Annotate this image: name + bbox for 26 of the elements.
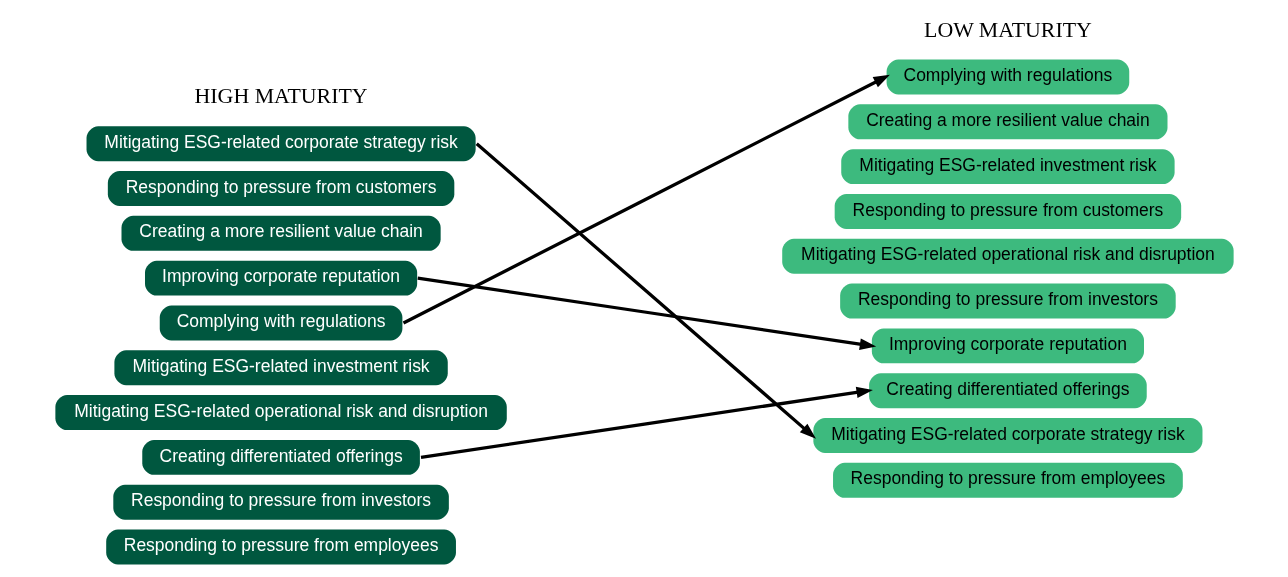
node-box: Improving corporate reputation: [871, 328, 1144, 364]
node-box: Mitigating ESG-related investment risk: [840, 149, 1175, 185]
node-box: Mitigating ESG-related corporate strategy risk: [86, 126, 476, 162]
node-box: Improving corporate reputation: [144, 260, 417, 296]
node-box: Creating a more resilient value chain: [121, 215, 441, 251]
node-box: Responding to pressure from customers: [834, 193, 1181, 229]
node-box: Complying with regulations: [159, 305, 402, 341]
node-box: Mitigating ESG-related operational risk and disruption: [54, 395, 507, 431]
arrow: [402, 74, 890, 325]
node-box: Mitigating ESG-related investment risk: [113, 350, 448, 386]
arrow: [416, 276, 876, 350]
node-box: Responding to pressure from employees: [832, 462, 1183, 498]
node-box: Complying with regulations: [886, 59, 1129, 95]
node-box: Mitigating ESG-related operational risk and disruption: [781, 238, 1234, 274]
node-box: Responding to pressure from investors: [112, 484, 449, 520]
label: HIGH MATURITY: [194, 84, 368, 109]
label: LOW MATURITY: [923, 17, 1092, 42]
node-box: Creating a more resilient value chain: [847, 104, 1167, 140]
node-box: Responding to pressure from customers: [107, 171, 454, 206]
node-box: Responding to pressure from employees: [105, 529, 456, 565]
arrow: [475, 142, 816, 439]
node-box: Responding to pressure from investors: [839, 283, 1176, 319]
node-box: Creating differentiated offerings: [141, 439, 420, 475]
node-box: Mitigating ESG-related corporate strategy risk: [812, 418, 1202, 453]
arrow: [420, 386, 873, 459]
node-box: Creating differentiated offerings: [868, 373, 1147, 409]
